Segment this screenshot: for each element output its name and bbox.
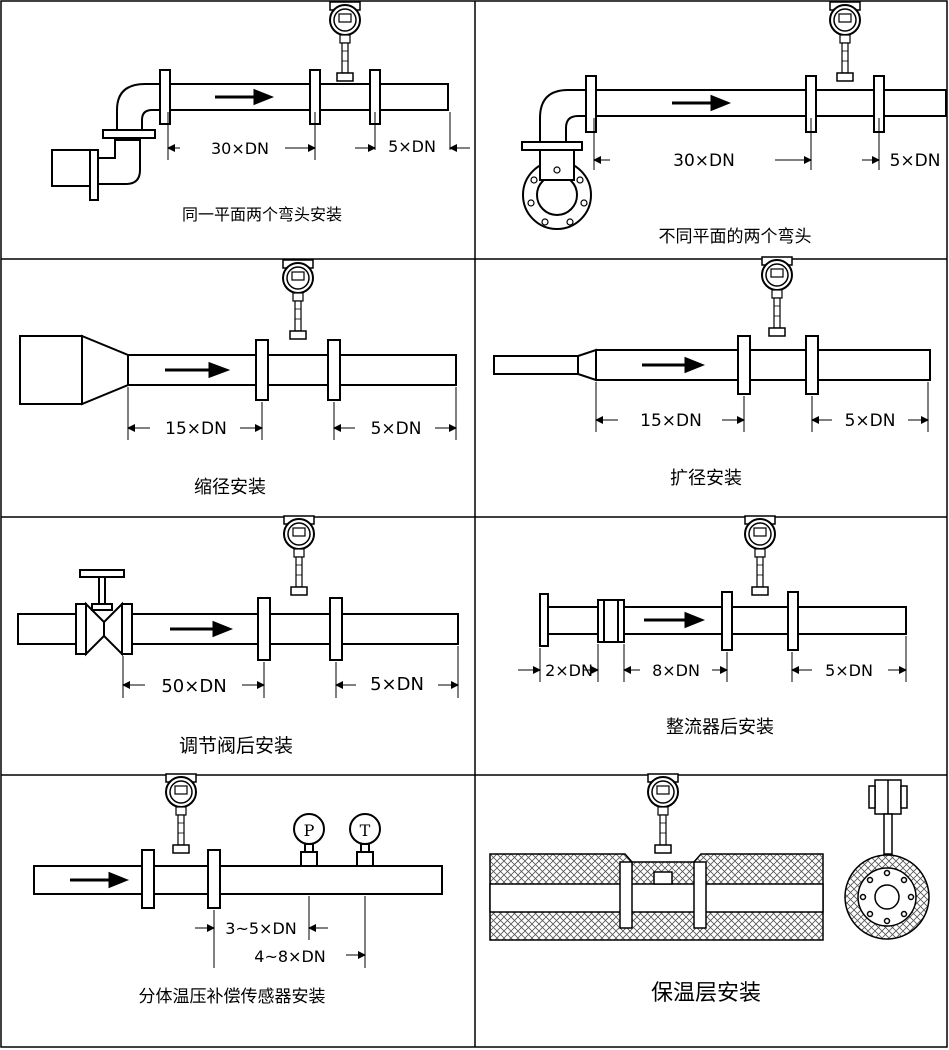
dim-label-downstream: 5×DN — [825, 661, 873, 680]
flow-arrow — [170, 620, 234, 638]
flow-arrow — [165, 361, 231, 379]
flow-arrow — [672, 94, 732, 112]
flowmeter-icon — [283, 515, 315, 596]
flowmeter-icon — [744, 515, 776, 596]
flowmeter-icon — [329, 1, 361, 82]
dim-label-upstream: 30×DN — [673, 151, 735, 171]
panel-expander: 15×DN 5×DN 扩径安装 — [493, 256, 931, 489]
panel-caption: 扩径安装 — [670, 468, 742, 489]
dimension-lines — [122, 646, 459, 698]
flow-arrow — [644, 611, 706, 629]
panel-caption: 整流器后安装 — [666, 717, 774, 738]
flow-arrow — [215, 88, 275, 106]
dimension-lines — [593, 118, 880, 170]
panel-caption: 同一平面两个弯头安装 — [182, 205, 342, 224]
dim-label-upstream: 15×DN — [640, 411, 702, 431]
temperature-gauge — [349, 813, 381, 867]
panel-caption: 保温层安装 — [651, 981, 761, 1006]
flowmeter-icon — [282, 259, 314, 340]
dimension-lines — [518, 636, 907, 682]
dim-label-pressure-distance: 3~5×DN — [225, 919, 296, 938]
flow-arrow — [70, 871, 130, 889]
pipe-elbow-assembly — [521, 75, 947, 230]
pipe-assembly — [539, 591, 907, 651]
panel-after-flow-conditioner: 2×DN 8×DN 5×DN 整流器后安装 — [518, 515, 907, 738]
dim-label-upstream-short: 2×DN — [545, 661, 593, 680]
pipe-assembly — [17, 569, 459, 661]
dim-label-upstream: 30×DN — [211, 139, 269, 158]
dim-label-upstream: 8×DN — [652, 661, 700, 680]
flowmeter-icon — [647, 773, 679, 854]
panel-insulation-layer: 保温层安装 — [489, 773, 930, 1006]
pipe-assembly — [493, 335, 931, 395]
panel-same-plane-elbows: 30×DN 5×DN 同一平面两个弯头安装 — [51, 1, 470, 224]
insulated-pipe — [489, 853, 824, 941]
pressure-gauge — [293, 813, 325, 867]
flowmeter-icon — [761, 256, 793, 337]
insulated-pipe-section — [844, 854, 930, 940]
valve-handwheel — [79, 569, 125, 578]
dim-label-temperature-distance: 4~8×DN — [254, 947, 325, 966]
remote-transmitter-icon — [868, 779, 908, 855]
panel-reducer: 15×DN 5×DN 缩径安装 — [19, 259, 457, 498]
temperature-gauge-label: T — [360, 821, 371, 840]
valve-body — [85, 601, 105, 657]
flow-arrow — [642, 356, 706, 374]
pipe-elbow-assembly — [51, 69, 449, 201]
panel-different-plane-elbows: 30×DN 5×DN 不同平面的两个弯头 — [521, 1, 947, 247]
dimension-lines — [167, 112, 470, 160]
panel-caption: 不同平面的两个弯头 — [659, 227, 812, 247]
dim-label-downstream: 5×DN — [371, 419, 422, 439]
flowmeter-icon — [165, 773, 197, 854]
flowmeter-icon — [829, 1, 861, 82]
dim-label-upstream: 50×DN — [161, 676, 226, 697]
panel-caption: 调节阀后安装 — [179, 735, 293, 757]
dim-label-downstream: 5×DN — [845, 411, 896, 431]
dimension-lines — [595, 382, 929, 432]
dimension-lines — [127, 387, 457, 440]
panel-after-control-valve: 50×DN 5×DN 调节阀后安装 — [17, 515, 459, 757]
flange-bolt-holes — [527, 166, 588, 226]
panel-caption: 缩径安装 — [194, 477, 266, 498]
panel-temp-pressure-compensation: P T 3~5×DN 4~8×DN 分体温压补偿传感器安装 — [33, 773, 443, 1007]
pressure-gauge-label: P — [304, 821, 315, 840]
flow-conditioner — [597, 599, 625, 643]
dim-label-downstream: 5×DN — [370, 674, 424, 695]
panel-caption: 分体温压补偿传感器安装 — [139, 987, 326, 1007]
dim-label-downstream: 5×DN — [388, 137, 436, 156]
pipe-assembly — [19, 334, 457, 406]
dimension-lines — [195, 896, 366, 968]
dim-label-downstream: 5×DN — [890, 151, 941, 171]
dim-label-upstream: 15×DN — [165, 419, 227, 439]
